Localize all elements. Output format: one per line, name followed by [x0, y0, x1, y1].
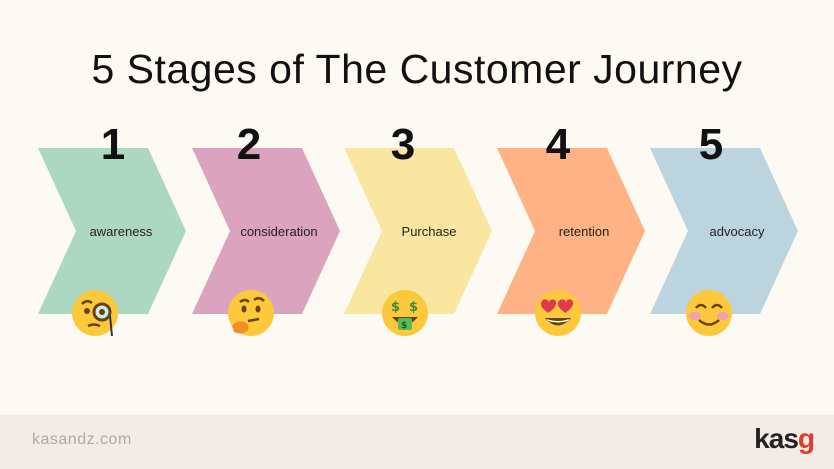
chevron-shape: [344, 148, 492, 314]
money-mouth-face-icon: $ $ $: [330, 288, 480, 343]
logo-text-main: kas: [754, 423, 799, 454]
stage-number: 3: [390, 120, 416, 169]
stage-number: 5: [698, 120, 724, 169]
stage-label: Purchase: [401, 224, 457, 239]
chevron-shape: [192, 148, 340, 314]
stage-3: 3 Purchase $ $ $: [344, 120, 494, 336]
stage-label: advocacy: [709, 224, 765, 239]
stage-number: 1: [100, 120, 126, 169]
heart-eyes-face-icon: [483, 288, 633, 343]
kasg-logo: kasg: [754, 423, 815, 455]
monocle-face-icon: [20, 288, 170, 343]
chevron-shape: [650, 148, 798, 314]
stage-number: 2: [236, 120, 262, 169]
svg-text:$: $: [391, 300, 400, 315]
chevron-shape: [497, 148, 645, 314]
chevron-shape: [38, 148, 186, 314]
stage-2: 2 consideration: [192, 120, 342, 336]
stage-5: 5 advocacy: [650, 120, 800, 336]
smiling-face-icon: [634, 288, 784, 343]
stage-label: consideration: [240, 224, 318, 239]
footer: kasandz.com kasg: [0, 415, 834, 469]
stage-4: 4 retention: [497, 120, 647, 336]
svg-text:$: $: [409, 300, 418, 315]
thinking-face-icon: [176, 288, 326, 343]
stage-label: retention: [558, 224, 610, 239]
footer-site-link[interactable]: kasandz.com: [32, 431, 132, 448]
svg-text:$: $: [401, 321, 407, 331]
stage-1: 1 awareness: [38, 120, 188, 337]
page-title: 5 Stages of The Customer Journey: [91, 46, 743, 92]
stage-number: 4: [545, 120, 571, 169]
stage-label: awareness: [89, 224, 153, 239]
logo-text-accent: g: [797, 423, 815, 454]
